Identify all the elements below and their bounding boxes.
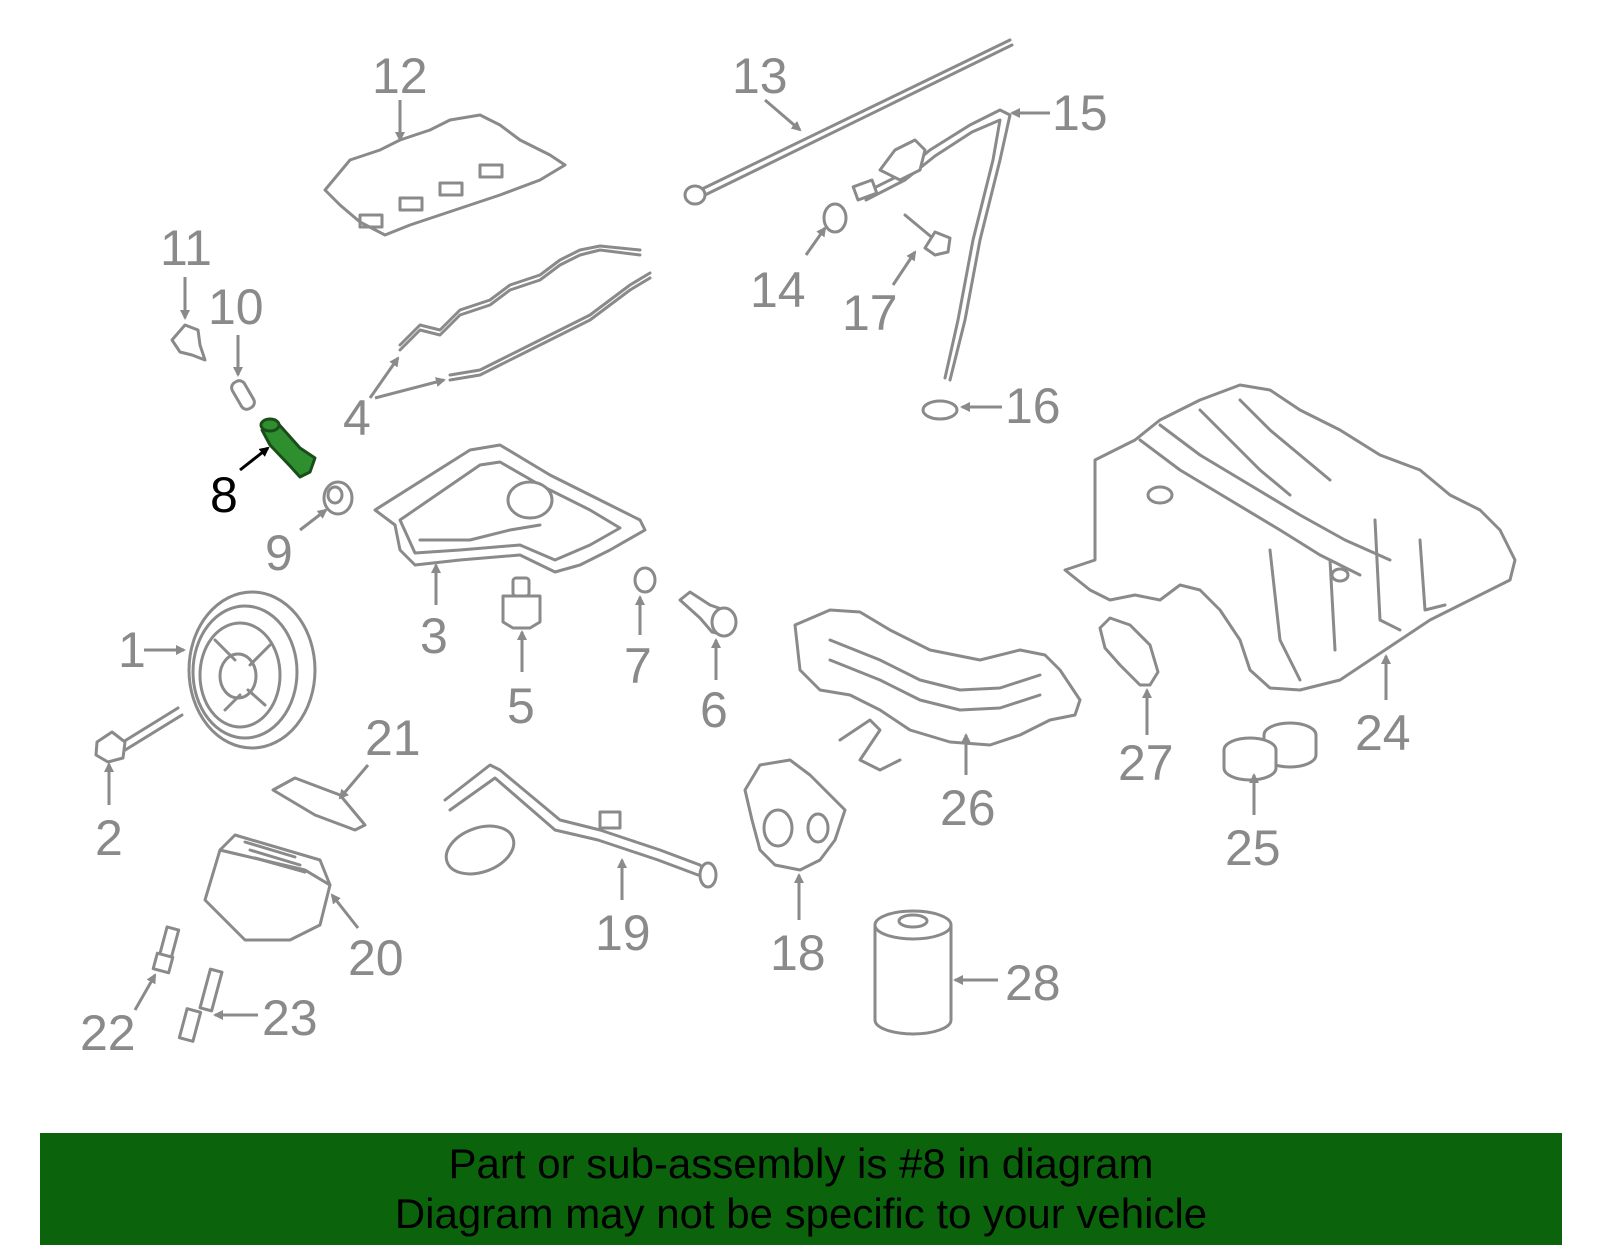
label-25: 25 bbox=[1225, 820, 1281, 876]
callout-arrows bbox=[104, 98, 1391, 1020]
label-3: 3 bbox=[420, 608, 448, 664]
part-5-drain-plug bbox=[501, 576, 542, 630]
part-7-o-ring bbox=[633, 566, 657, 594]
label-19: 19 bbox=[595, 905, 651, 961]
part-9-grommet bbox=[322, 480, 354, 516]
label-27: 27 bbox=[1118, 735, 1174, 791]
label-1: 1 bbox=[118, 622, 146, 678]
footer-banner: Part or sub-assembly is #8 in diagram Di… bbox=[40, 1133, 1562, 1245]
part-12-cover-plate bbox=[323, 113, 567, 237]
part-15-dipstick-tube bbox=[851, 108, 1012, 382]
label-14: 14 bbox=[750, 262, 806, 318]
label-28: 28 bbox=[1005, 955, 1061, 1011]
label-20: 20 bbox=[348, 930, 404, 986]
label-26: 26 bbox=[940, 780, 996, 836]
part-3-oil-pan bbox=[373, 443, 647, 574]
part-1-pulley bbox=[187, 590, 317, 750]
part-8-highlighted bbox=[259, 417, 317, 479]
label-12: 12 bbox=[372, 48, 428, 104]
part-21-gasket bbox=[271, 776, 367, 832]
part-24-upper-oil-pan bbox=[1063, 383, 1517, 692]
label-24: 24 bbox=[1355, 705, 1411, 761]
part-13-dipstick bbox=[683, 38, 1014, 206]
label-11: 11 bbox=[160, 220, 212, 276]
label-22: 22 bbox=[80, 1005, 136, 1061]
label-17: 17 bbox=[842, 285, 898, 341]
part-27-gasket bbox=[1098, 616, 1160, 687]
label-18: 18 bbox=[770, 925, 826, 981]
part-23-stud bbox=[177, 967, 224, 1043]
part-25-seals bbox=[1222, 721, 1318, 782]
label-13: 13 bbox=[732, 48, 788, 104]
callout-labels: 1 2 3 4 5 6 7 8 9 10 11 12 13 14 15 16 1… bbox=[80, 48, 1411, 1061]
part-10-dowel bbox=[230, 379, 256, 411]
part-20-oil-cooler bbox=[203, 833, 332, 942]
part-18-oil-pump bbox=[743, 758, 847, 872]
label-10: 10 bbox=[208, 279, 264, 335]
part-6-sensor bbox=[678, 590, 738, 638]
part-19-oil-pickup bbox=[443, 763, 718, 889]
label-21: 21 bbox=[365, 710, 421, 766]
part-17-bolt bbox=[903, 213, 952, 257]
label-2: 2 bbox=[95, 810, 123, 866]
label-8: 8 bbox=[210, 467, 238, 523]
label-6: 6 bbox=[700, 682, 728, 738]
part-14-o-ring bbox=[822, 202, 848, 234]
label-15: 15 bbox=[1052, 85, 1108, 141]
label-4: 4 bbox=[343, 390, 371, 446]
label-23: 23 bbox=[262, 990, 318, 1046]
footer-line-part-number: Part or sub-assembly is #8 in diagram bbox=[448, 1140, 1154, 1187]
part-4-gaskets bbox=[398, 244, 652, 382]
label-16: 16 bbox=[1005, 378, 1061, 434]
footer-line-disclaimer: Diagram may not be specific to your vehi… bbox=[394, 1190, 1208, 1237]
part-26-bedplate bbox=[793, 608, 1082, 772]
parts-diagram: 1 2 3 4 5 6 7 8 9 10 11 12 13 14 15 16 1… bbox=[80, 38, 1517, 1061]
part-28-oil-filter bbox=[873, 909, 953, 1036]
part-11-clip bbox=[170, 323, 207, 362]
part-22-stud bbox=[151, 925, 181, 975]
label-5: 5 bbox=[507, 678, 535, 734]
part-16-washer bbox=[921, 399, 959, 421]
part-2-bolt bbox=[94, 706, 184, 764]
label-7: 7 bbox=[624, 638, 652, 694]
label-9: 9 bbox=[265, 525, 293, 581]
